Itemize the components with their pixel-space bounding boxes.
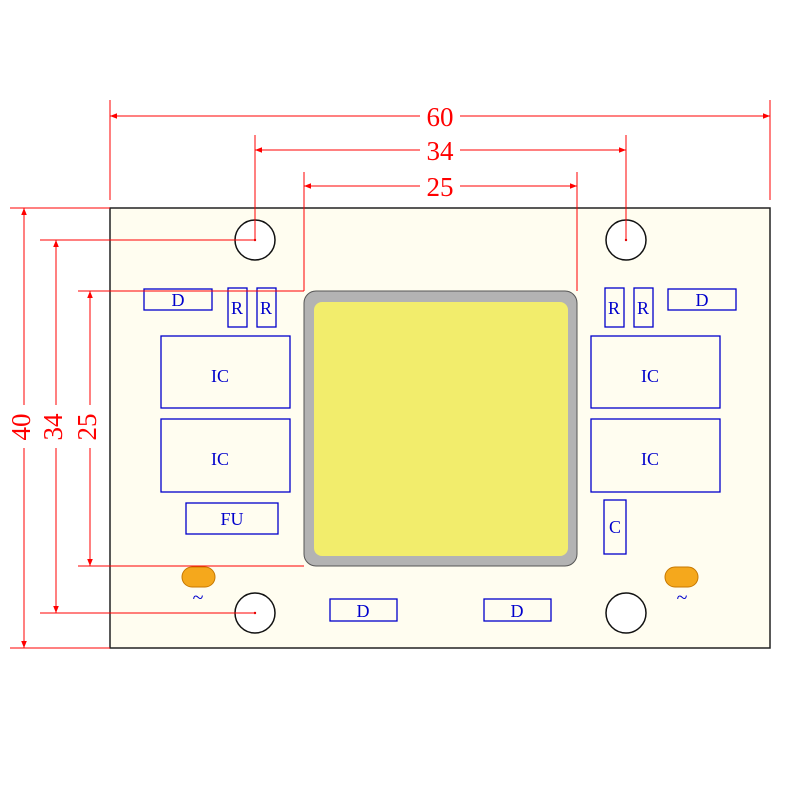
ic-left-bottom — [160, 418, 291, 493]
ac-symbol-right: ~ — [677, 587, 688, 609]
dimension-hole-spacing-x: 34 — [255, 136, 626, 166]
dimension-chip-width: 25 — [304, 172, 577, 202]
ic-left-top — [160, 335, 291, 409]
ic-right-bottom-label: IC — [641, 449, 659, 469]
resistor-3-label: R — [608, 298, 620, 318]
dimension-hole-spacing-y: 34 — [38, 240, 68, 613]
dimension-hole-spacing-x-label: 34 — [427, 136, 455, 166]
ic-left-top-label: IC — [211, 366, 229, 386]
diode-top-right — [667, 288, 737, 311]
diode-bottom-left — [329, 598, 398, 622]
diode-bottom-left-label: D — [357, 601, 370, 621]
ac-pad-right — [664, 566, 699, 588]
capacitor — [603, 499, 627, 555]
dimension-height-overall: 40 — [6, 208, 36, 648]
ac-pad-left — [181, 566, 216, 588]
dimension-chip-height-label: 25 — [72, 414, 102, 441]
ic-right-top — [590, 335, 721, 409]
led-emitter-phosphor — [314, 302, 568, 556]
diode-bottom-right — [483, 598, 552, 622]
ac-symbol-left: ~ — [193, 587, 204, 609]
diode-bottom-right-label: D — [511, 601, 524, 621]
fuse-label: FU — [220, 509, 243, 529]
capacitor-label: C — [609, 517, 621, 537]
resistor-4-label: R — [637, 298, 649, 318]
diode-top-right-label: D — [696, 290, 709, 310]
ic-left-bottom-label: IC — [211, 449, 229, 469]
resistor-2 — [256, 287, 277, 328]
dimension-width-overall: 60 — [110, 102, 770, 132]
ic-right-top-label: IC — [641, 366, 659, 386]
ic-right-bottom — [590, 418, 721, 493]
resistor-1 — [227, 287, 248, 328]
dimension-chip-width-label: 25 — [427, 172, 454, 202]
dimension-hole-spacing-y-label: 34 — [38, 413, 68, 441]
resistor-3 — [604, 287, 625, 328]
mounting-hole-bottom-right — [605, 592, 647, 634]
dimension-width-overall-label: 60 — [427, 102, 454, 132]
diode-top-left — [143, 288, 213, 311]
diode-top-left-label: D — [172, 290, 185, 310]
fuse — [185, 502, 279, 535]
resistor-2-label: R — [260, 298, 272, 318]
dimension-height-overall-label: 40 — [6, 414, 36, 441]
dimension-chip-height: 25 — [72, 291, 102, 566]
resistor-4 — [633, 287, 654, 328]
resistor-1-label: R — [231, 298, 243, 318]
